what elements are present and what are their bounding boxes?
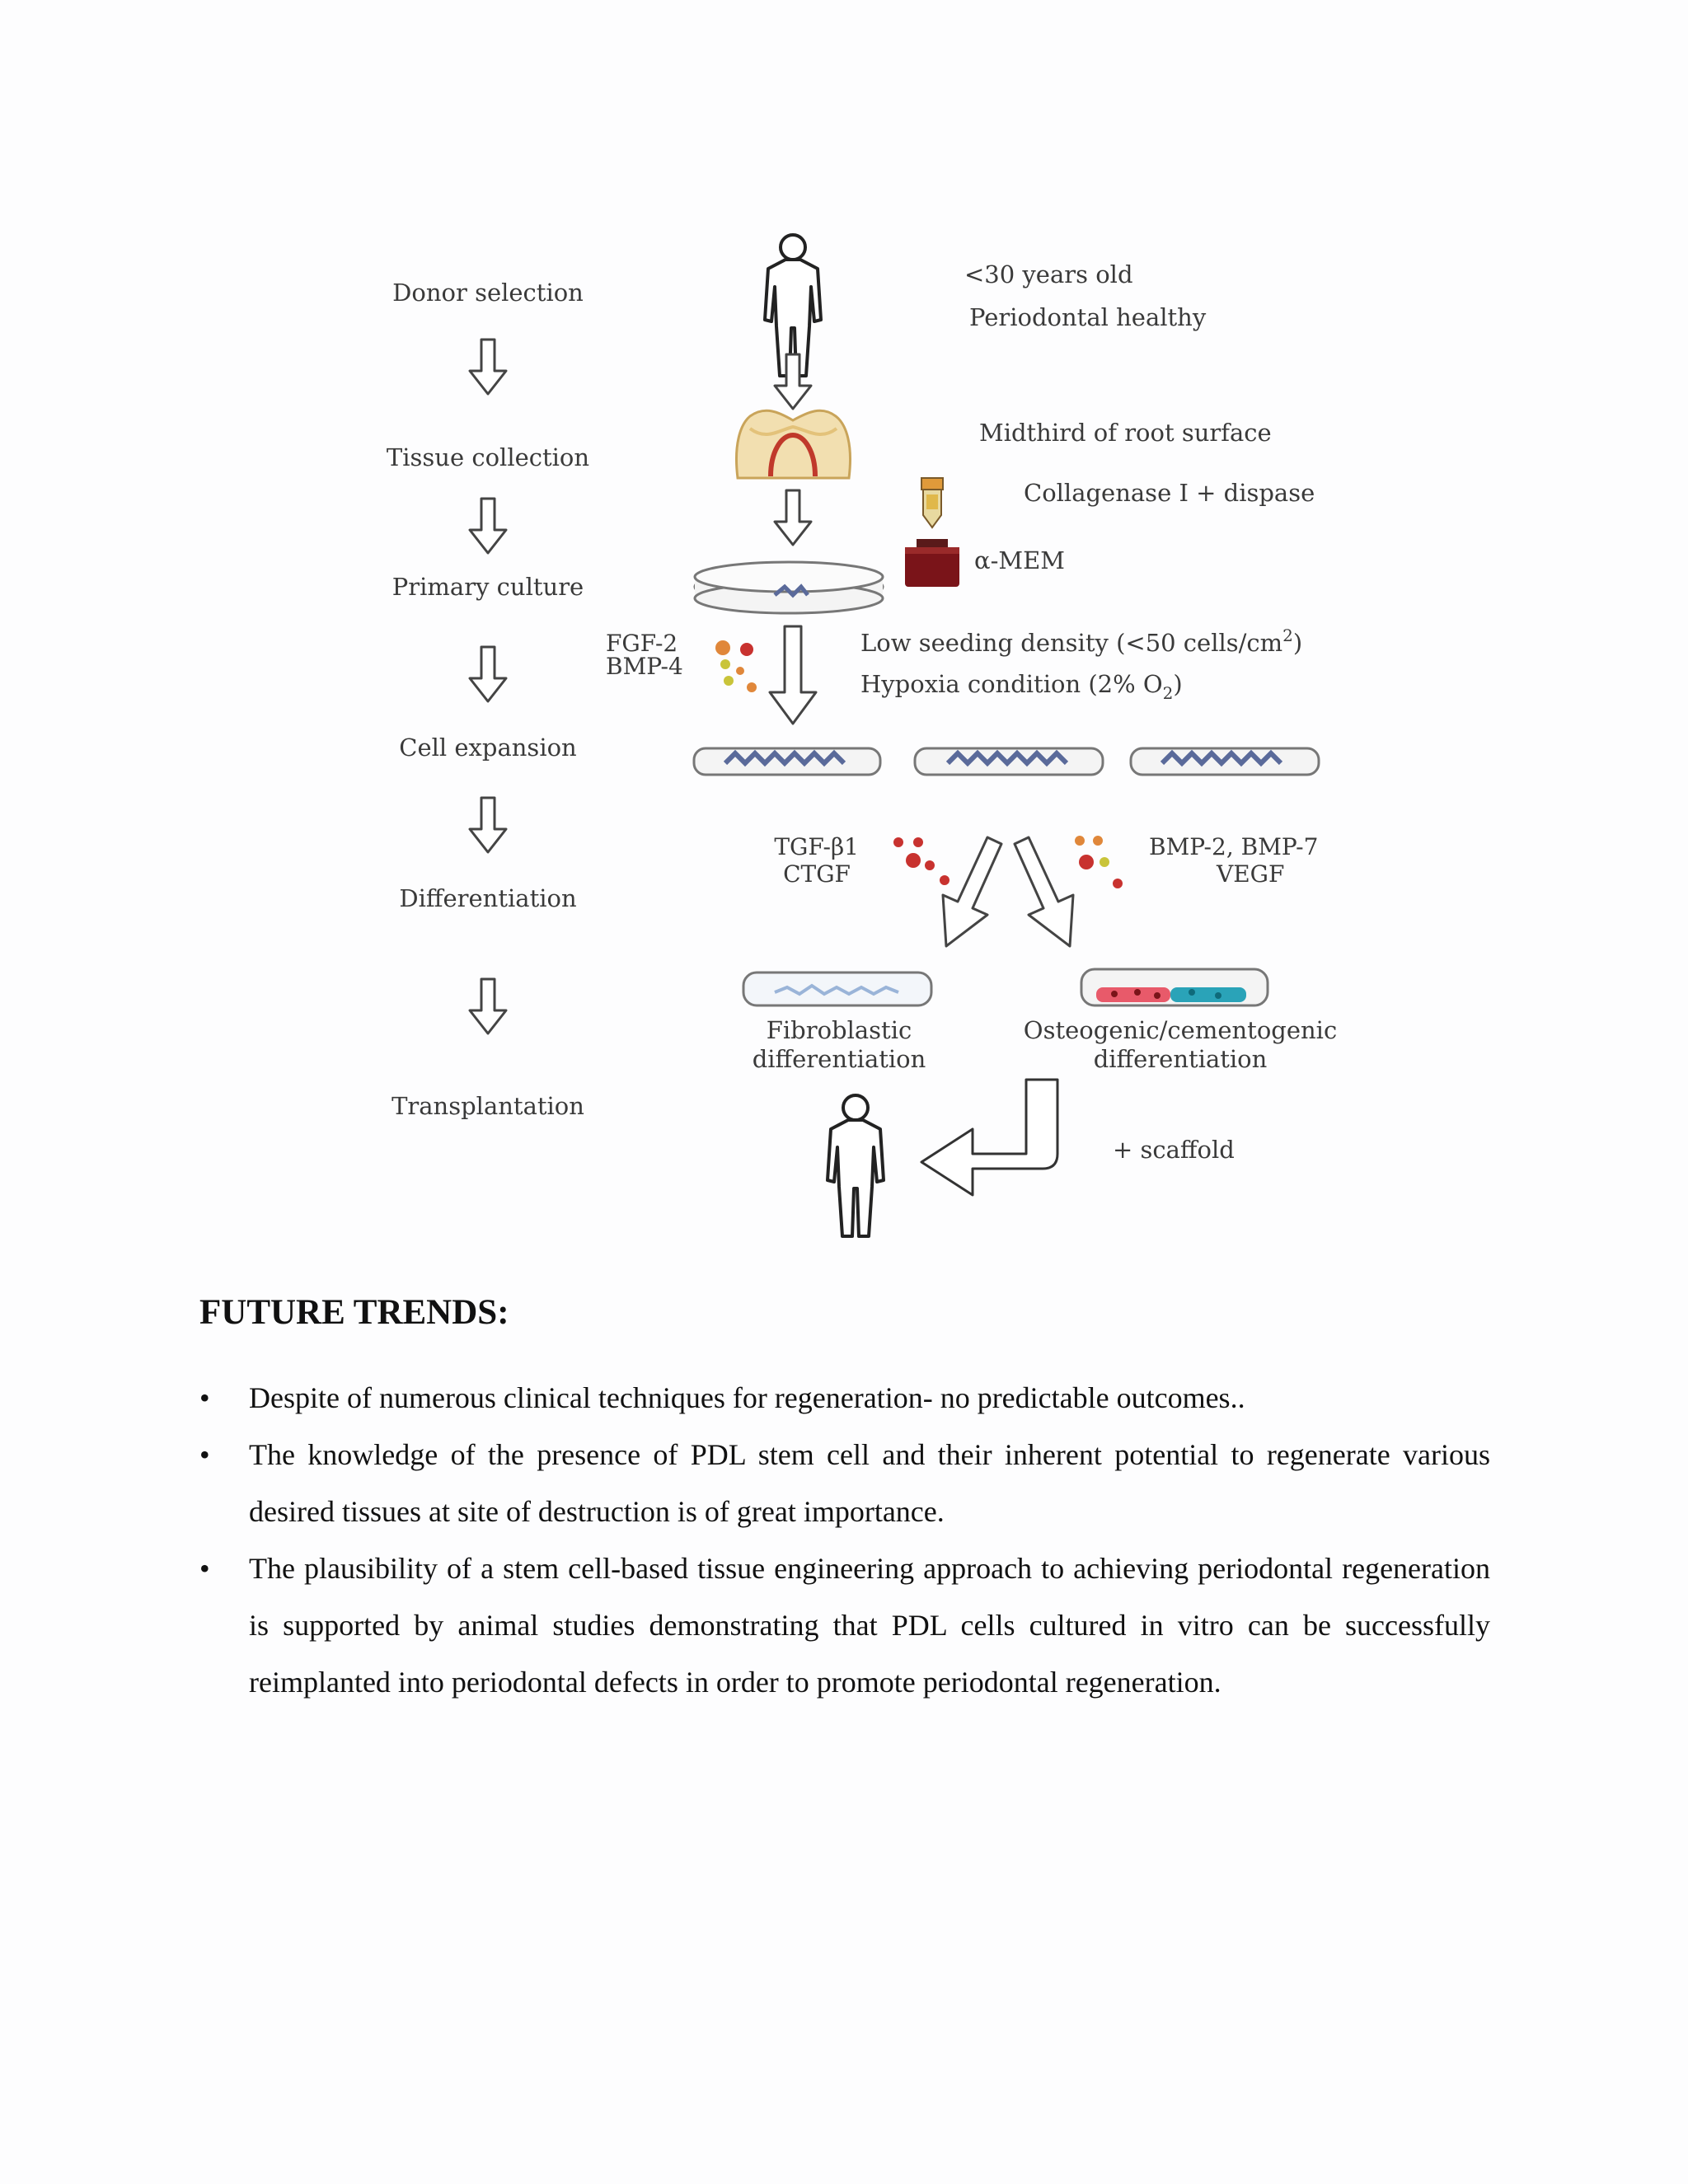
step-primary-culture: Primary culture xyxy=(392,573,584,601)
future-trends-list: • Despite of numerous clinical technique… xyxy=(199,1370,1490,1711)
left-down-arrow-5 xyxy=(468,977,508,1035)
factor-vegf-label: VEGF xyxy=(1216,860,1284,888)
osteogenic-outcome-line2: differentiation xyxy=(1094,1045,1268,1073)
osteogenic-outcome-line1: Osteogenic/cementogenic xyxy=(1024,1016,1337,1044)
bullet-text: The knowledge of the presence of PDL ste… xyxy=(249,1438,1490,1528)
expansion-dish-2-icon xyxy=(913,747,1104,776)
pdl-stem-cell-workflow-figure: Donor selection Tissue collection Primar… xyxy=(387,233,1337,1238)
left-down-arrow-1 xyxy=(468,338,508,396)
fibroblastic-outcome-line1: Fibroblastic xyxy=(767,1016,912,1044)
expansion-dish-3-icon xyxy=(1129,747,1320,776)
bullet-marker: • xyxy=(199,1381,210,1414)
growth-factor-dots-icon xyxy=(715,640,757,692)
fibroblastic-dish-icon xyxy=(742,971,933,1007)
left-down-arrow-4 xyxy=(468,796,508,854)
donor-age-criterion: <30 years old xyxy=(964,260,1133,288)
right-diagonal-arrow xyxy=(1013,836,1075,948)
bullet-marker: • xyxy=(199,1552,210,1585)
section-heading: FUTURE TRENDS: xyxy=(199,1293,509,1332)
factor-ctgf-label: CTGF xyxy=(783,860,851,888)
tooth-icon xyxy=(734,409,852,480)
left-diagonal-arrow xyxy=(941,836,1003,948)
scaffold-label: + scaffold xyxy=(1113,1136,1235,1164)
expansion-dish-1-icon xyxy=(692,747,882,776)
transplant-return-arrow xyxy=(920,1078,1059,1197)
factor-bmp2-bmp7-label: BMP-2, BMP-7 xyxy=(1149,833,1318,860)
bullet-text: The plausibility of a stem cell-based ti… xyxy=(249,1552,1490,1699)
factor-bmp4-label: BMP-4 xyxy=(606,653,683,680)
fibroblastic-outcome-line2: differentiation xyxy=(753,1045,926,1073)
right-factor-dots-icon xyxy=(1075,836,1123,888)
primary-culture-dish-icon xyxy=(693,560,884,615)
tissue-site-label: Midthird of root surface xyxy=(979,419,1272,447)
left-down-arrow-3 xyxy=(468,645,508,703)
step-cell-expansion: Cell expansion xyxy=(399,733,576,762)
step-tissue-collection: Tissue collection xyxy=(387,443,589,471)
center-down-arrow-3 xyxy=(768,625,818,725)
bullet-marker: • xyxy=(199,1438,210,1471)
osteogenic-dish-icon xyxy=(1080,968,1269,1007)
enzyme-label: Collagenase I + dispase xyxy=(1024,479,1315,507)
bullet-text: Despite of numerous clinical techniques … xyxy=(249,1381,1245,1414)
step-transplantation: Transplantation xyxy=(392,1092,584,1120)
center-down-arrow-2 xyxy=(773,489,813,546)
list-item: • The plausibility of a stem cell-based … xyxy=(199,1540,1490,1711)
step-donor-selection: Donor selection xyxy=(392,279,584,307)
left-down-arrow-2 xyxy=(468,497,508,555)
factor-fgf2-label: FGF-2 xyxy=(606,630,678,657)
medium-label: α-MEM xyxy=(974,546,1065,574)
factor-tgfb1-label: TGF-β1 xyxy=(774,833,859,860)
recipient-person-icon xyxy=(826,1094,885,1238)
list-item: • Despite of numerous clinical technique… xyxy=(199,1370,1490,1427)
left-factor-dots-icon xyxy=(893,837,950,885)
medium-bottle-icon xyxy=(905,539,959,587)
donor-health-criterion: Periodontal healthy xyxy=(969,303,1207,331)
list-item: • The knowledge of the presence of PDL s… xyxy=(199,1427,1490,1540)
enzyme-tube-icon xyxy=(921,477,944,529)
step-differentiation: Differentiation xyxy=(399,884,576,912)
hypoxia-label: Hypoxia condition (2% O2) xyxy=(860,670,1183,703)
seeding-density-label: Low seeding density (<50 cells/cm2) xyxy=(860,626,1302,657)
